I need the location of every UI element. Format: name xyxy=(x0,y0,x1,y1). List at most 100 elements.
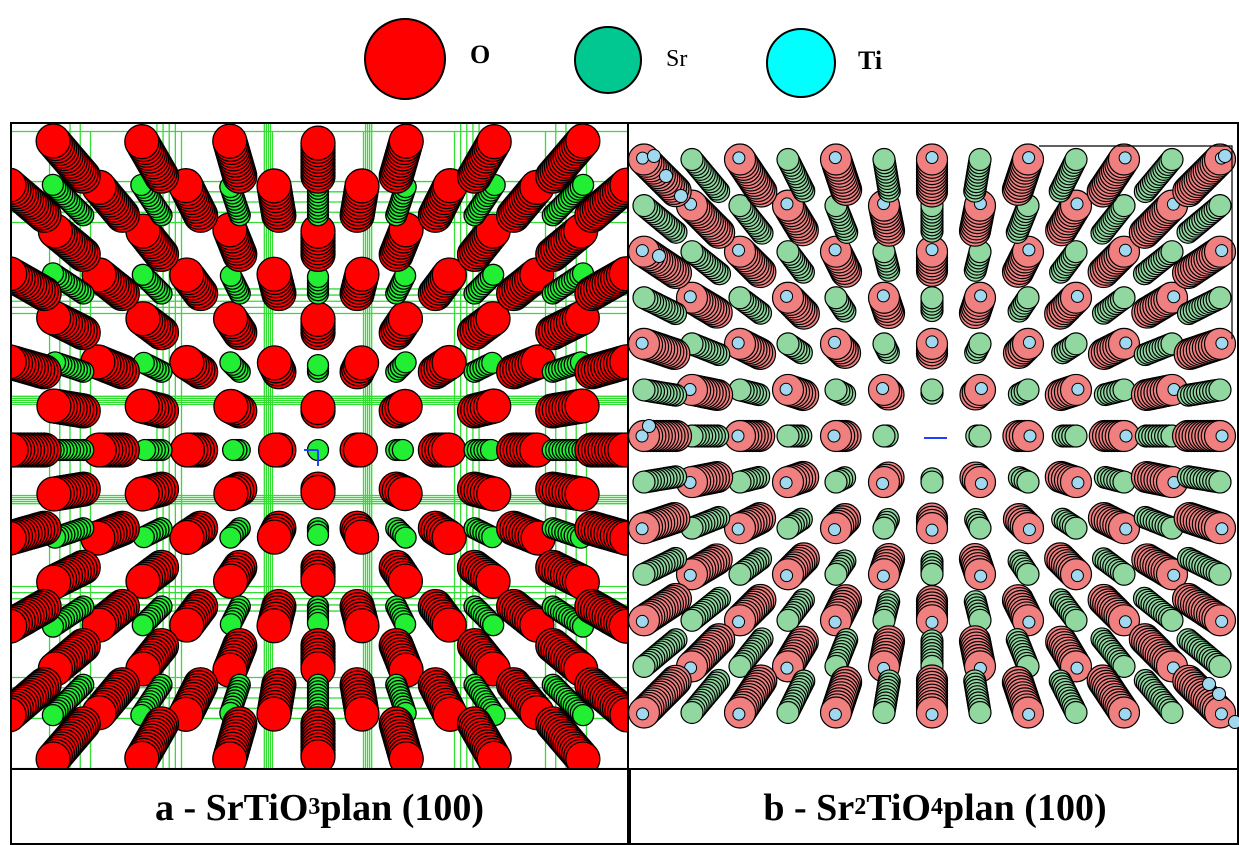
strontium-atom xyxy=(1112,562,1136,586)
strontium-atom xyxy=(872,147,896,172)
titanium-atom xyxy=(1022,151,1036,165)
oxygen-atom xyxy=(475,301,511,337)
strontium-atom xyxy=(632,654,656,679)
strontium-atom xyxy=(1064,424,1088,448)
strontium-atom xyxy=(968,700,992,725)
strontium-atom xyxy=(680,240,704,264)
unit-cell-outline xyxy=(1039,145,1233,339)
titanium-atom xyxy=(1022,707,1036,721)
strontium-atom xyxy=(968,424,992,448)
titanium-atom xyxy=(674,189,688,203)
titanium-atom xyxy=(925,335,939,349)
titanium-atom xyxy=(1022,243,1036,257)
oxygen-atom xyxy=(476,124,512,160)
titanium-atom xyxy=(828,243,842,257)
titanium-atom xyxy=(1228,715,1239,729)
oxygen-atom xyxy=(125,563,161,599)
oxygen-atom xyxy=(300,474,336,511)
strontium-atom xyxy=(776,424,800,448)
titanium-atom xyxy=(925,615,939,629)
oxygen-atom xyxy=(212,124,248,159)
oxygen-atom xyxy=(12,167,27,203)
titanium-atom xyxy=(876,569,890,583)
strontium-atom xyxy=(824,562,848,586)
strontium-atom xyxy=(968,147,992,172)
oxygen-atom xyxy=(169,344,205,381)
titanium-atom xyxy=(732,615,746,629)
oxygen-atom xyxy=(169,257,205,293)
oxygen-atom xyxy=(388,741,424,768)
strontium-atom xyxy=(1064,700,1088,725)
strontium-atom xyxy=(131,614,154,637)
oxygen-atom xyxy=(387,563,424,599)
titanium-atom xyxy=(974,476,988,490)
titanium-atom xyxy=(1215,244,1229,258)
oxygen-atom xyxy=(213,475,249,512)
strontium-atom xyxy=(571,173,595,197)
srtio3-crystal-view xyxy=(12,124,627,768)
atom-columns xyxy=(12,124,627,768)
titanium-atom xyxy=(1214,707,1228,721)
titanium-atom xyxy=(732,707,746,721)
titanium-atom xyxy=(827,429,841,443)
caption-a-prefix: a - SrTiO xyxy=(154,786,309,829)
caption-a-subscript: 3 xyxy=(308,794,321,820)
strontium-atom xyxy=(920,378,944,402)
panel-a-srtio3-structure xyxy=(12,124,629,768)
strontium-atom xyxy=(776,516,800,540)
titanium-atom xyxy=(1118,707,1132,721)
strontium-atom xyxy=(1016,378,1040,402)
strontium-atom xyxy=(1160,700,1184,725)
oxygen-atom xyxy=(609,520,627,556)
oxygen-atom xyxy=(213,388,249,425)
strontium-atom xyxy=(680,700,704,725)
oxygen-atom xyxy=(257,432,294,468)
titanium-atom xyxy=(780,197,794,211)
strontium-atom xyxy=(1208,470,1232,494)
titanium-atom xyxy=(780,289,794,303)
strontium-atom xyxy=(394,351,417,374)
oxygen-atom xyxy=(300,301,336,338)
oxygen-legend-label: O xyxy=(470,40,491,69)
titanium-atom xyxy=(974,382,988,396)
atom-columns xyxy=(629,143,1239,729)
titanium-atom xyxy=(1070,569,1084,583)
oxygen-atom xyxy=(344,256,380,292)
titanium-atom xyxy=(1070,289,1084,303)
oxygen-atom xyxy=(300,125,336,161)
strontium-atom xyxy=(920,286,944,310)
row-divider xyxy=(12,768,1237,770)
oxygen-legend-swatch xyxy=(364,18,446,100)
titanium-atom xyxy=(1070,661,1084,675)
strontium-atom xyxy=(482,263,505,286)
panel-b-sr2tio4-structure xyxy=(629,124,1239,768)
oxygen-atom xyxy=(256,519,293,555)
caption-b-mid: TiO xyxy=(866,786,931,829)
titanium-atom xyxy=(1119,336,1133,350)
strontium-legend-swatch xyxy=(574,26,642,94)
oxygen-atom xyxy=(430,432,467,468)
titanium-atom xyxy=(779,476,793,490)
strontium-atom xyxy=(824,286,848,310)
strontium-atom xyxy=(728,562,752,586)
oxygen-atom xyxy=(12,608,28,644)
titanium-atom xyxy=(1022,335,1036,349)
oxygen-atom xyxy=(169,519,205,556)
strontium-atom xyxy=(1208,654,1232,679)
oxygen-atom xyxy=(212,563,249,599)
strontium-atom xyxy=(41,703,65,727)
titanium-atom xyxy=(925,243,939,257)
titanium-atom xyxy=(828,151,842,165)
titanium-atom xyxy=(1212,687,1226,701)
caption-a-suffix: plan (100) xyxy=(320,786,485,829)
strontium-atom xyxy=(131,263,154,286)
oxygen-atom xyxy=(124,388,160,424)
strontium-atom xyxy=(872,516,896,540)
titanium-atom xyxy=(779,382,793,396)
titanium-atom xyxy=(635,429,649,443)
titanium-atom xyxy=(731,429,745,443)
titanium-atom xyxy=(925,523,939,537)
caption-b-subscript-1: 2 xyxy=(854,794,867,820)
titanium-atom xyxy=(1215,522,1229,536)
